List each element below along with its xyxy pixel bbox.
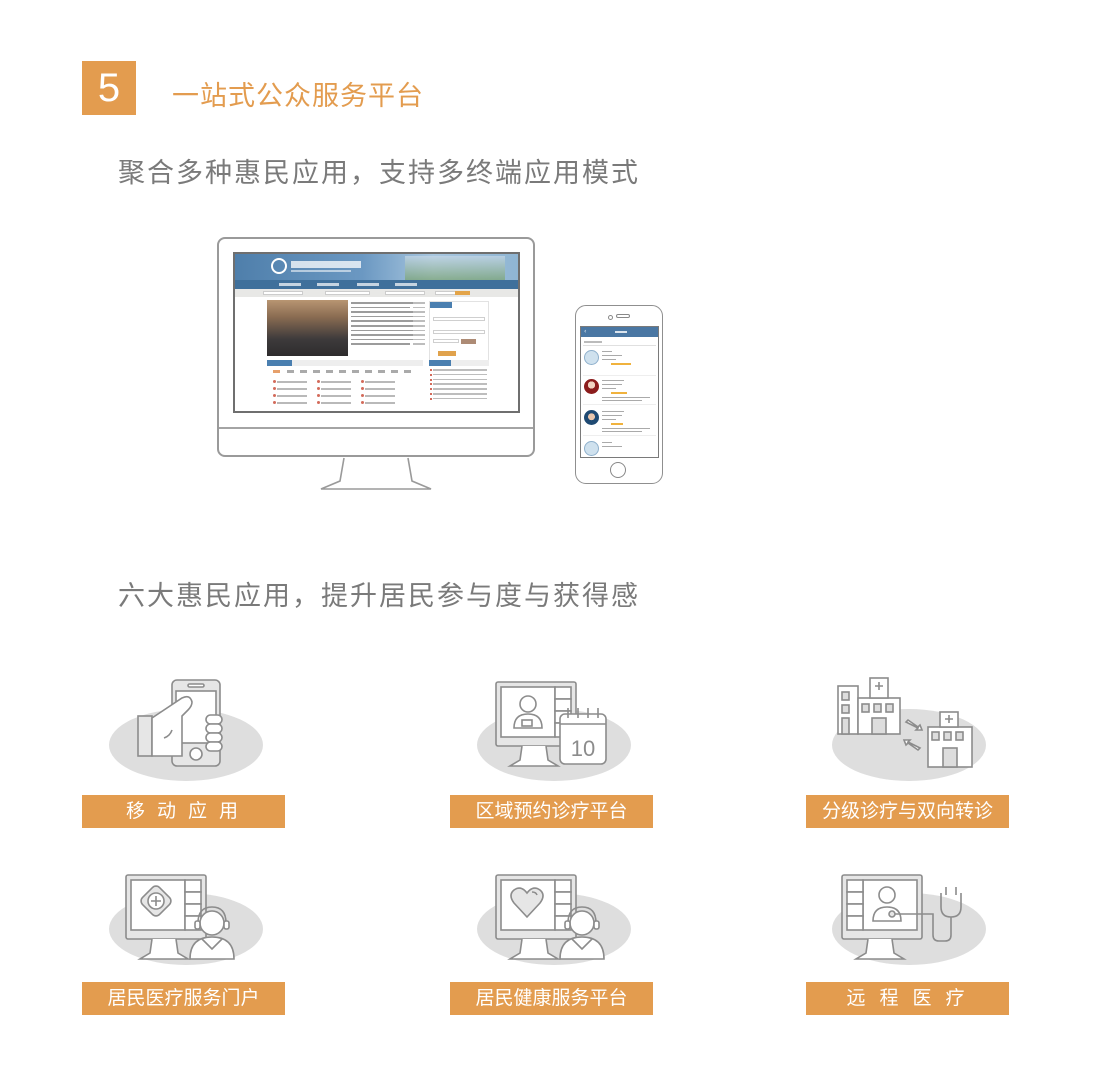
hand-holding-phone-icon	[137, 679, 223, 767]
phone-screen-doctor-list: ‹	[580, 326, 659, 458]
phone-home-button	[610, 462, 626, 478]
monitor-chin-divider	[219, 427, 533, 429]
app-label-referral[interactable]: 分级诊疗与双向转诊	[806, 795, 1009, 828]
portal-banner	[235, 254, 518, 280]
portal-nav-bar	[235, 280, 518, 289]
city-skyline-image	[405, 256, 505, 280]
phone-speaker	[616, 314, 630, 318]
monitor-screen-portal-screenshot	[233, 252, 520, 413]
monitor-doctor-stethoscope-icon	[841, 874, 962, 960]
portal-login-box	[429, 301, 489, 361]
app-label-appointment[interactable]: 区域预约诊疗平台	[450, 795, 653, 828]
captcha-image	[461, 339, 476, 344]
phone-camera	[608, 315, 613, 320]
app-label-telemedicine[interactable]: 远 程 医 疗	[806, 982, 1009, 1015]
app-label-medical-portal[interactable]: 居民医疗服务门户	[82, 982, 285, 1015]
hospitals-referral-icon	[837, 677, 973, 768]
svg-text:10: 10	[571, 736, 595, 761]
monitor-calendar-icon: 10	[495, 681, 607, 767]
apps-subtitle: 六大惠民应用，提升居民参与度与获得感	[118, 581, 640, 612]
phone-search-field	[583, 340, 656, 346]
monitor-stand	[320, 457, 432, 490]
monitor-medical-cross-agent-icon	[125, 874, 235, 960]
app-label-mobile[interactable]: 移 动 应 用	[82, 795, 285, 828]
portal-search-bar	[235, 289, 518, 297]
monitor-heart-agent-icon	[495, 874, 605, 960]
portal-logo-icon	[271, 258, 287, 274]
doctor-list-item	[583, 439, 656, 457]
doctor-list-item	[583, 377, 656, 405]
phone-app-header: ‹	[581, 327, 658, 337]
devices-subtitle: 聚合多种惠民应用，支持多终端应用模式	[118, 158, 640, 189]
app-label-health-platform[interactable]: 居民健康服务平台	[450, 982, 653, 1015]
portal-news-photo	[267, 300, 348, 356]
doctor-list-item	[583, 348, 656, 376]
section-number-badge: 5	[82, 61, 136, 115]
portal-news-list	[351, 302, 425, 348]
section-title: 一站式公众服务平台	[172, 81, 424, 112]
doctor-list-item	[583, 408, 656, 436]
